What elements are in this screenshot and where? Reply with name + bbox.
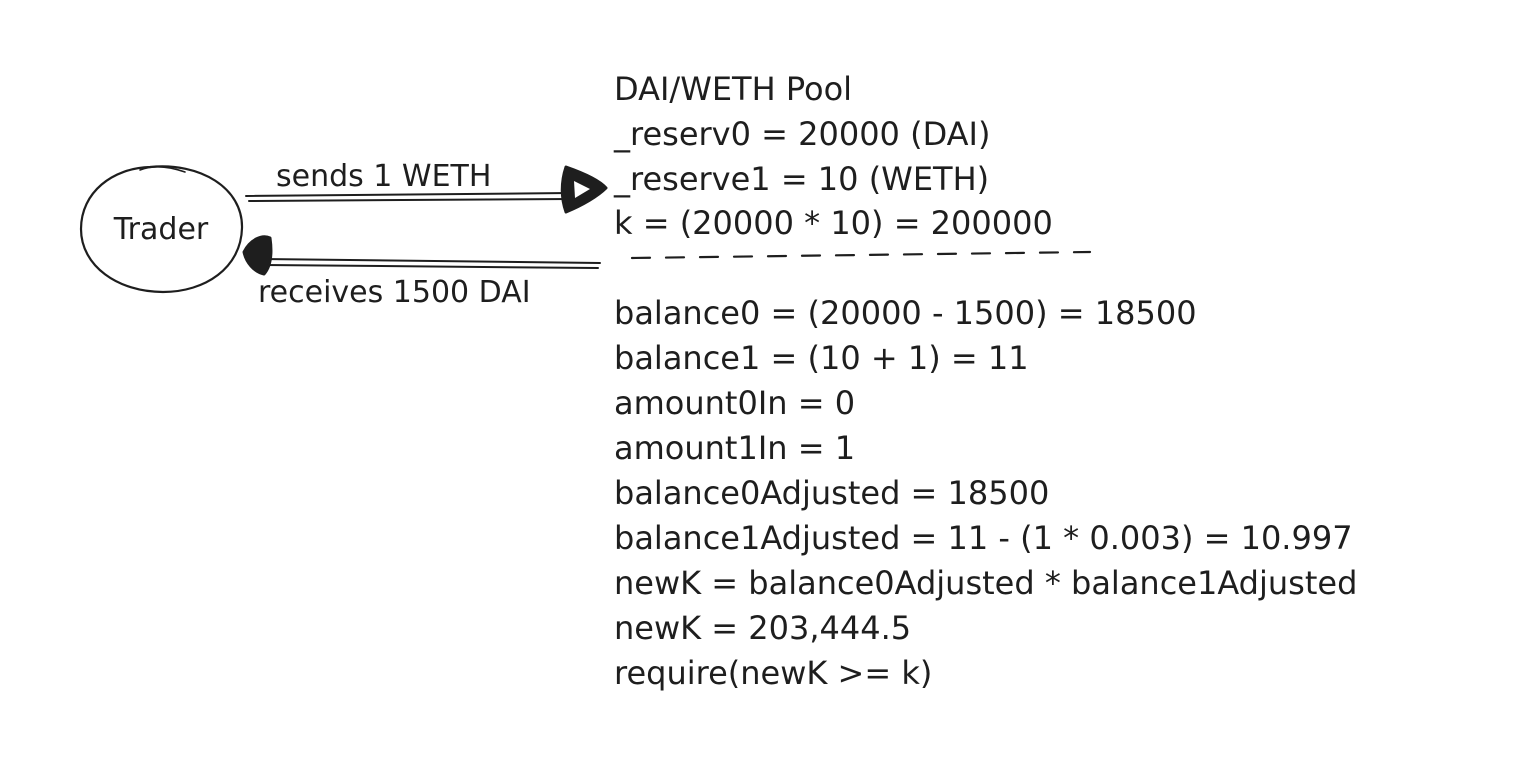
pool-divider <box>630 250 1092 260</box>
newk-value-line: newK = 203,444.5 <box>614 609 911 647</box>
amount0in-line: amount0In = 0 <box>614 384 855 422</box>
newk-formula-line: newK = balance0Adjusted * balance1Adjust… <box>614 564 1357 602</box>
receive-label: receives 1500 DAI <box>258 275 531 310</box>
send-arrowhead-hole <box>574 181 590 198</box>
send-arrow-line <box>245 192 571 197</box>
trader-label: Trader <box>113 212 209 247</box>
balance0-line: balance0 = (20000 - 1500) = 18500 <box>614 294 1197 332</box>
balance1adjusted-line: balance1Adjusted = 11 - (1 * 0.003) = 10… <box>614 519 1353 557</box>
send-arrow: sends 1 WETH <box>245 159 608 214</box>
pool-panel: DAI/WETH Pool _reserv0 = 20000 (DAI) _re… <box>613 70 1357 692</box>
receive-arrow-line-double <box>263 264 599 269</box>
send-arrow-line-double <box>248 198 573 202</box>
amount1in-line: amount1In = 1 <box>614 429 855 467</box>
receive-arrow-line <box>261 258 601 264</box>
balance1-line: balance1 = (10 + 1) = 11 <box>614 339 1029 377</box>
reserve0-line: _reserv0 = 20000 (DAI) <box>613 115 990 153</box>
balance0adjusted-line: balance0Adjusted = 18500 <box>614 474 1049 512</box>
reserve1-line: _reserve1 = 10 (WETH) <box>613 160 989 198</box>
k-line: k = (20000 * 10) = 200000 <box>614 204 1053 242</box>
trader-node: Trader <box>79 165 244 294</box>
pool-title: DAI/WETH Pool <box>614 70 852 108</box>
receive-arrow: receives 1500 DAI <box>242 235 601 310</box>
receive-arrowhead <box>242 235 273 276</box>
send-label: sends 1 WETH <box>276 159 491 194</box>
trader-circle <box>79 165 244 294</box>
trader-circle-overlap <box>139 166 186 173</box>
require-line: require(newK >= k) <box>614 654 932 692</box>
